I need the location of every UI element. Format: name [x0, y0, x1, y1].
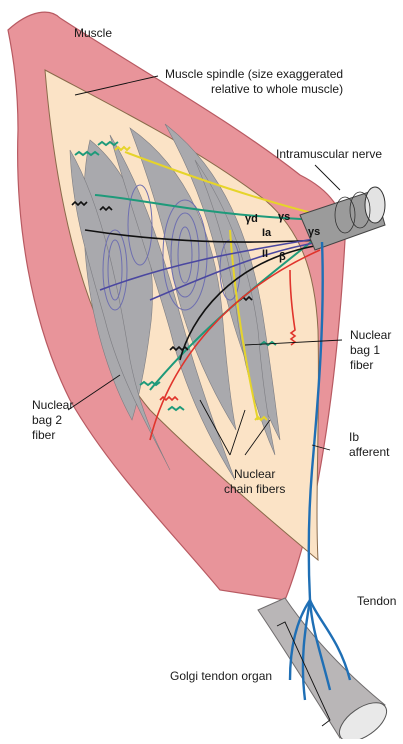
sensory-endings-yellow: [114, 145, 321, 422]
nuclear-chain-fibers-label-line1: Nuclear: [234, 467, 276, 481]
nuclear-bag-1-label-line3: fiber: [350, 358, 374, 372]
nuclei: [102, 184, 241, 311]
gamma-d-label: γd: [245, 213, 258, 225]
ib-afferent-label: Ib afferent: [349, 430, 389, 460]
tendon-label: Tendon: [357, 594, 397, 608]
muscle-spindle-label: Muscle spindle (size exaggerated relativ…: [165, 67, 343, 97]
intramuscular-nerve-label: Intramuscular nerve: [276, 147, 383, 161]
leader-lines: [67, 75, 343, 727]
intramuscular-nerve: [299, 186, 386, 251]
nuclear-bag-1-label: Nuclear bag 1 fiber: [350, 328, 391, 373]
gamma-s-label: γs: [278, 211, 291, 223]
nuclear-bag-2-label: Nuclear bag 2 fiber: [32, 398, 73, 443]
nuclear-chain-fibers-label-line2: chain fibers: [224, 482, 286, 496]
primary-endings: [71, 200, 321, 361]
ia-label: Ia: [262, 227, 272, 239]
ia-afferent: [99, 237, 321, 301]
nuclear-bag-1-label-line2: bag 1: [350, 343, 381, 357]
nuclear-bag-2-label-line1: Nuclear: [32, 398, 74, 412]
beta-label: β: [279, 251, 286, 263]
beta-fiber: [149, 249, 321, 441]
golgi-tendon-organ-label: Golgi tendon organ: [170, 669, 273, 683]
muscle-label: Muscle: [74, 26, 113, 40]
nuclear-chain-fiber: [69, 149, 171, 471]
gamma-s-label-2: γs: [308, 226, 321, 238]
ib-afferent: [288, 241, 352, 701]
nuclear-bag-2-label-line2: bag 2: [32, 413, 63, 427]
tendon-cut-end: [338, 702, 388, 742]
muscle-spindle-label-line2: relative to whole muscle): [211, 82, 344, 96]
muscle-spindle-label-line1: Muscle spindle (size exaggerated: [165, 67, 344, 81]
nuclear-bag-1-label-line1: Nuclear: [350, 328, 392, 342]
ib-afferent-label-line2: afferent: [349, 445, 390, 459]
nuclear-chain-fibers-label: Nuclear chain fibers: [224, 467, 285, 497]
nuclear-bag-2-label-line3: fiber: [32, 428, 56, 442]
ii-label: II: [262, 248, 269, 260]
ib-afferent-label-line1: Ib: [349, 430, 360, 444]
